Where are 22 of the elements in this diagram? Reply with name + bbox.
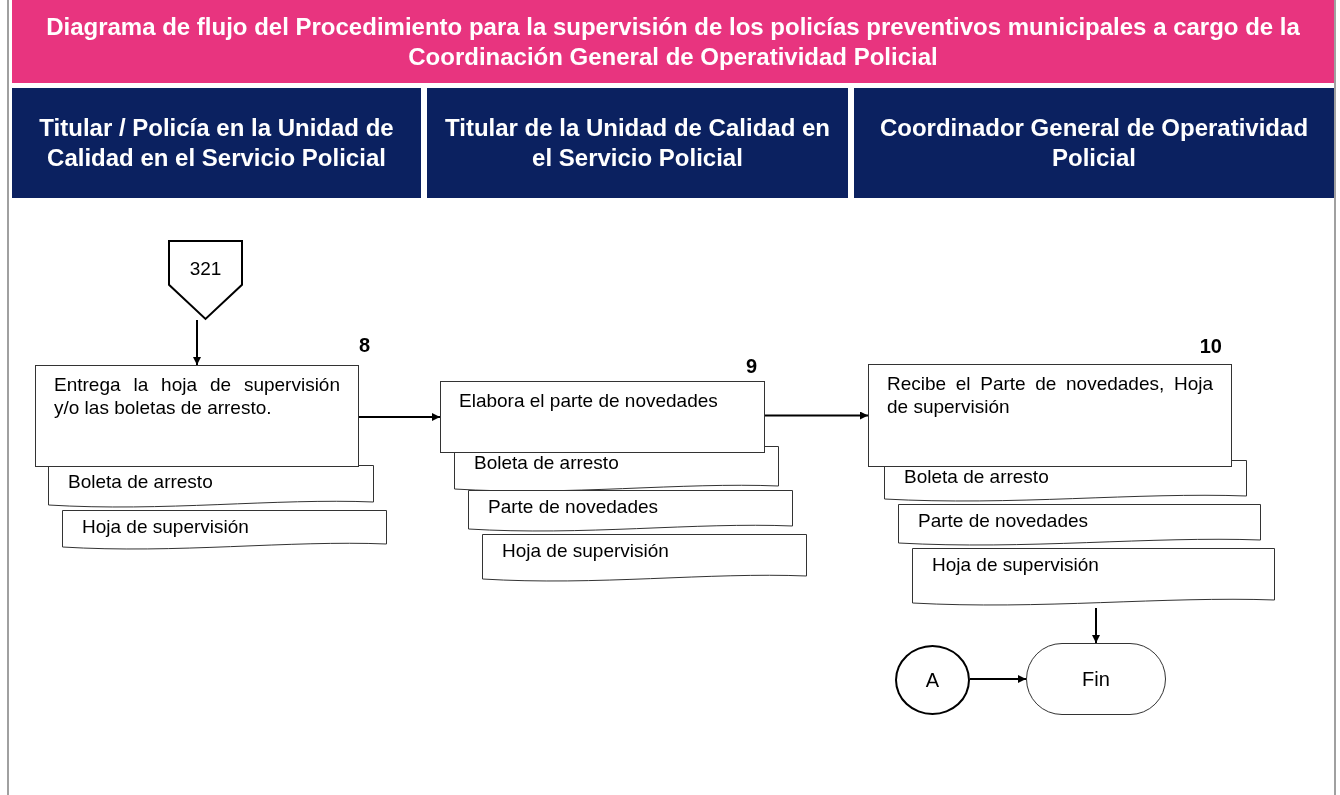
lane-header: Titular / Policía en la Unidad de Calidad en el Servicio Policial [12,88,421,198]
document-shape: Hoja de supervisión [62,510,387,552]
step-number: 10 [1199,335,1222,358]
document-shape: Boleta de arresto [48,465,374,510]
connector-circle: A [895,645,970,715]
arrow [193,319,201,366]
terminator: Fin [1026,643,1166,715]
step-number: 9 [745,355,757,378]
lane-header: Titular de la Unidad de Calidad en el Servicio Policial [427,88,848,198]
lane-header: Coordinador General de Operatividad Policial [854,88,1334,198]
arrow [358,413,441,421]
arrow [969,675,1027,683]
document-shape: Hoja de supervisión [482,534,807,584]
arrow [764,411,869,420]
off-page-connector: 321 [168,240,243,320]
document-shape: Parte de novedades [898,504,1261,548]
diagram-title: Diagrama de flujo del Procedimiento para la supervisión de los policías preventivos municipales a cargo de la Coordinación General de Operatividad Policial [12,0,1334,83]
process-box: Elabora el parte de novedades [440,381,765,453]
document-shape: Parte de novedades [468,490,793,534]
step-number: 8 [358,334,370,357]
arrow [1092,607,1100,644]
document-shape: Hoja de supervisión [912,548,1275,608]
